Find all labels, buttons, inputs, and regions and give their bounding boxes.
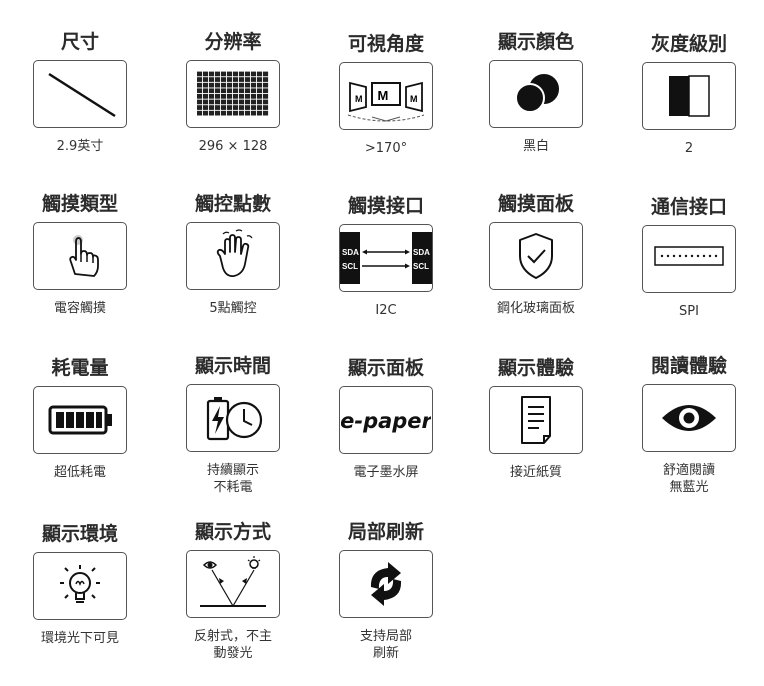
svg-text:M: M bbox=[410, 94, 418, 104]
light-bulb-icon bbox=[60, 565, 100, 603]
color-circles-icon bbox=[515, 74, 559, 113]
spec-icon-box bbox=[186, 60, 280, 128]
spec-title: 可視角度 bbox=[347, 33, 424, 55]
spec-icon-box bbox=[33, 60, 127, 128]
spec-value: >170° bbox=[364, 141, 408, 156]
spec-title: 觸控點數 bbox=[194, 193, 271, 215]
refresh-arrows-icon bbox=[370, 562, 402, 606]
grayscale-icon bbox=[669, 75, 710, 117]
spec-value: 舒適閱讀 無藍光 bbox=[662, 463, 715, 495]
spec-icon-box bbox=[489, 386, 583, 454]
spec-icon-box bbox=[642, 62, 736, 130]
spec-grayscale: 灰度級別 2 bbox=[619, 30, 759, 157]
spec-title: 觸摸面板 bbox=[497, 193, 574, 215]
epaper-icon: e-paper bbox=[341, 409, 431, 433]
spec-value: 黑白 bbox=[522, 139, 549, 154]
spec-title: 分辨率 bbox=[204, 31, 262, 53]
spec-value: 超低耗電 bbox=[53, 465, 106, 480]
spec-value: 296 × 128 bbox=[198, 139, 268, 154]
spec-touch-type: 觸摸類型 電容觸摸 bbox=[10, 190, 150, 317]
spec-touch-panel: 觸摸面板 鋼化玻璃面板 bbox=[466, 190, 606, 317]
spec-title: 顯示面板 bbox=[347, 357, 424, 379]
touch-hand-icon bbox=[69, 235, 99, 277]
spec-partial-refresh: 局部刷新 支持局部 刷新 bbox=[316, 518, 456, 662]
epaper-label: e-paper bbox=[341, 409, 431, 433]
spec-display-panel: 顯示面板 e-paper 電子墨水屏 bbox=[316, 354, 456, 481]
spec-icon-box bbox=[642, 225, 736, 293]
svg-text:M: M bbox=[355, 94, 363, 104]
battery-icon bbox=[48, 405, 112, 435]
scl-label-right: SCL bbox=[413, 262, 429, 271]
spec-title: 觸摸接口 bbox=[347, 195, 424, 217]
spec-viewing-angle: 可視角度 M M M >170° bbox=[316, 30, 456, 157]
diagonal-line-icon bbox=[48, 72, 116, 118]
spec-value: SPI bbox=[679, 304, 699, 319]
spec-title: 觸摸類型 bbox=[41, 193, 118, 215]
spec-touch-interface: 觸摸接口 SDA SCL SDA SCL I2C bbox=[316, 192, 456, 319]
multi-touch-hand-icon bbox=[216, 229, 253, 277]
spec-value: 環境光下可見 bbox=[40, 631, 119, 646]
sda-label-right: SDA bbox=[413, 248, 430, 257]
spec-title: 顯示時間 bbox=[194, 355, 271, 377]
pixel-grid-icon bbox=[197, 71, 269, 116]
spec-value: 電子墨水屏 bbox=[353, 465, 419, 480]
spec-value: 接近紙質 bbox=[509, 465, 562, 480]
spec-resolution: 分辨率 296 × 128 bbox=[163, 28, 303, 155]
spec-icon-box bbox=[33, 386, 127, 454]
spec-display-experience: 顯示體驗 接近紙質 bbox=[466, 354, 606, 481]
spec-title: 閱讀體驗 bbox=[650, 355, 727, 377]
spec-display-color: 顯示顏色 黑白 bbox=[466, 28, 606, 155]
spec-title: 顯示環境 bbox=[41, 523, 118, 545]
spec-icon-box bbox=[339, 550, 433, 618]
spec-title: 局部刷新 bbox=[347, 521, 424, 543]
spec-title: 顯示方式 bbox=[194, 521, 271, 543]
spec-touch-points: 觸控點數 5點觸控 bbox=[163, 190, 303, 317]
spec-reading-experience: 閱讀體驗 舒適閱讀 無藍光 bbox=[619, 352, 759, 496]
spec-value: 反射式，不主 動發光 bbox=[193, 629, 272, 661]
spec-icon-box bbox=[642, 384, 736, 452]
spec-icon-box bbox=[489, 60, 583, 128]
spec-icon-box bbox=[186, 384, 280, 452]
spec-value: 電容觸摸 bbox=[53, 301, 106, 316]
spec-title: 灰度級別 bbox=[650, 33, 727, 55]
viewing-angle-icon: M M M bbox=[347, 81, 425, 122]
spec-icon-box: M M M bbox=[339, 62, 433, 130]
spec-title: 尺寸 bbox=[60, 31, 99, 53]
spec-value: 持續顯示 不耗電 bbox=[206, 463, 259, 495]
spec-value: 2.9英寸 bbox=[56, 139, 104, 154]
i2c-interface-icon: SDA SCL SDA SCL bbox=[340, 232, 432, 284]
spec-icon-box bbox=[186, 550, 280, 618]
spec-title: 顯示顏色 bbox=[497, 31, 574, 53]
sda-label-left: SDA bbox=[342, 248, 359, 257]
eye-icon bbox=[662, 405, 716, 431]
spec-display-time: 顯示時間 持續顯示 不耗電 bbox=[163, 352, 303, 496]
spec-icon-box bbox=[33, 552, 127, 620]
svg-text:M: M bbox=[378, 88, 389, 103]
spec-display-mode: 顯示方式 反射式，不主 動發光 bbox=[163, 518, 303, 662]
spec-comm-interface: 通信接口 SPI bbox=[619, 193, 759, 320]
spec-icon-box bbox=[186, 222, 280, 290]
spec-icon-box bbox=[489, 222, 583, 290]
spec-value: 支持局部 刷新 bbox=[359, 629, 412, 661]
scl-label-left: SCL bbox=[342, 262, 358, 271]
spec-value: 鋼化玻璃面板 bbox=[496, 301, 575, 316]
spec-title: 耗電量 bbox=[51, 357, 109, 379]
spec-title: 顯示體驗 bbox=[497, 357, 574, 379]
shield-check-icon bbox=[519, 233, 553, 279]
spec-value: 2 bbox=[684, 141, 694, 156]
spec-icon-box bbox=[33, 222, 127, 290]
battery-clock-icon bbox=[206, 397, 263, 441]
spec-icon-box: e-paper bbox=[339, 386, 433, 454]
spec-value: 5點觸控 bbox=[209, 301, 257, 316]
spec-power: 耗電量 超低耗電 bbox=[10, 354, 150, 481]
spec-title: 通信接口 bbox=[650, 196, 727, 218]
spec-display-environment: 顯示環境 環境光下可見 bbox=[10, 520, 150, 647]
spec-icon-box: SDA SCL SDA SCL bbox=[339, 224, 433, 292]
spec-size: 尺寸 2.9英寸 bbox=[10, 28, 150, 155]
spec-value: I2C bbox=[375, 303, 397, 318]
document-icon bbox=[521, 396, 551, 444]
spi-connector-icon bbox=[654, 246, 724, 266]
reflection-icon bbox=[200, 556, 266, 607]
